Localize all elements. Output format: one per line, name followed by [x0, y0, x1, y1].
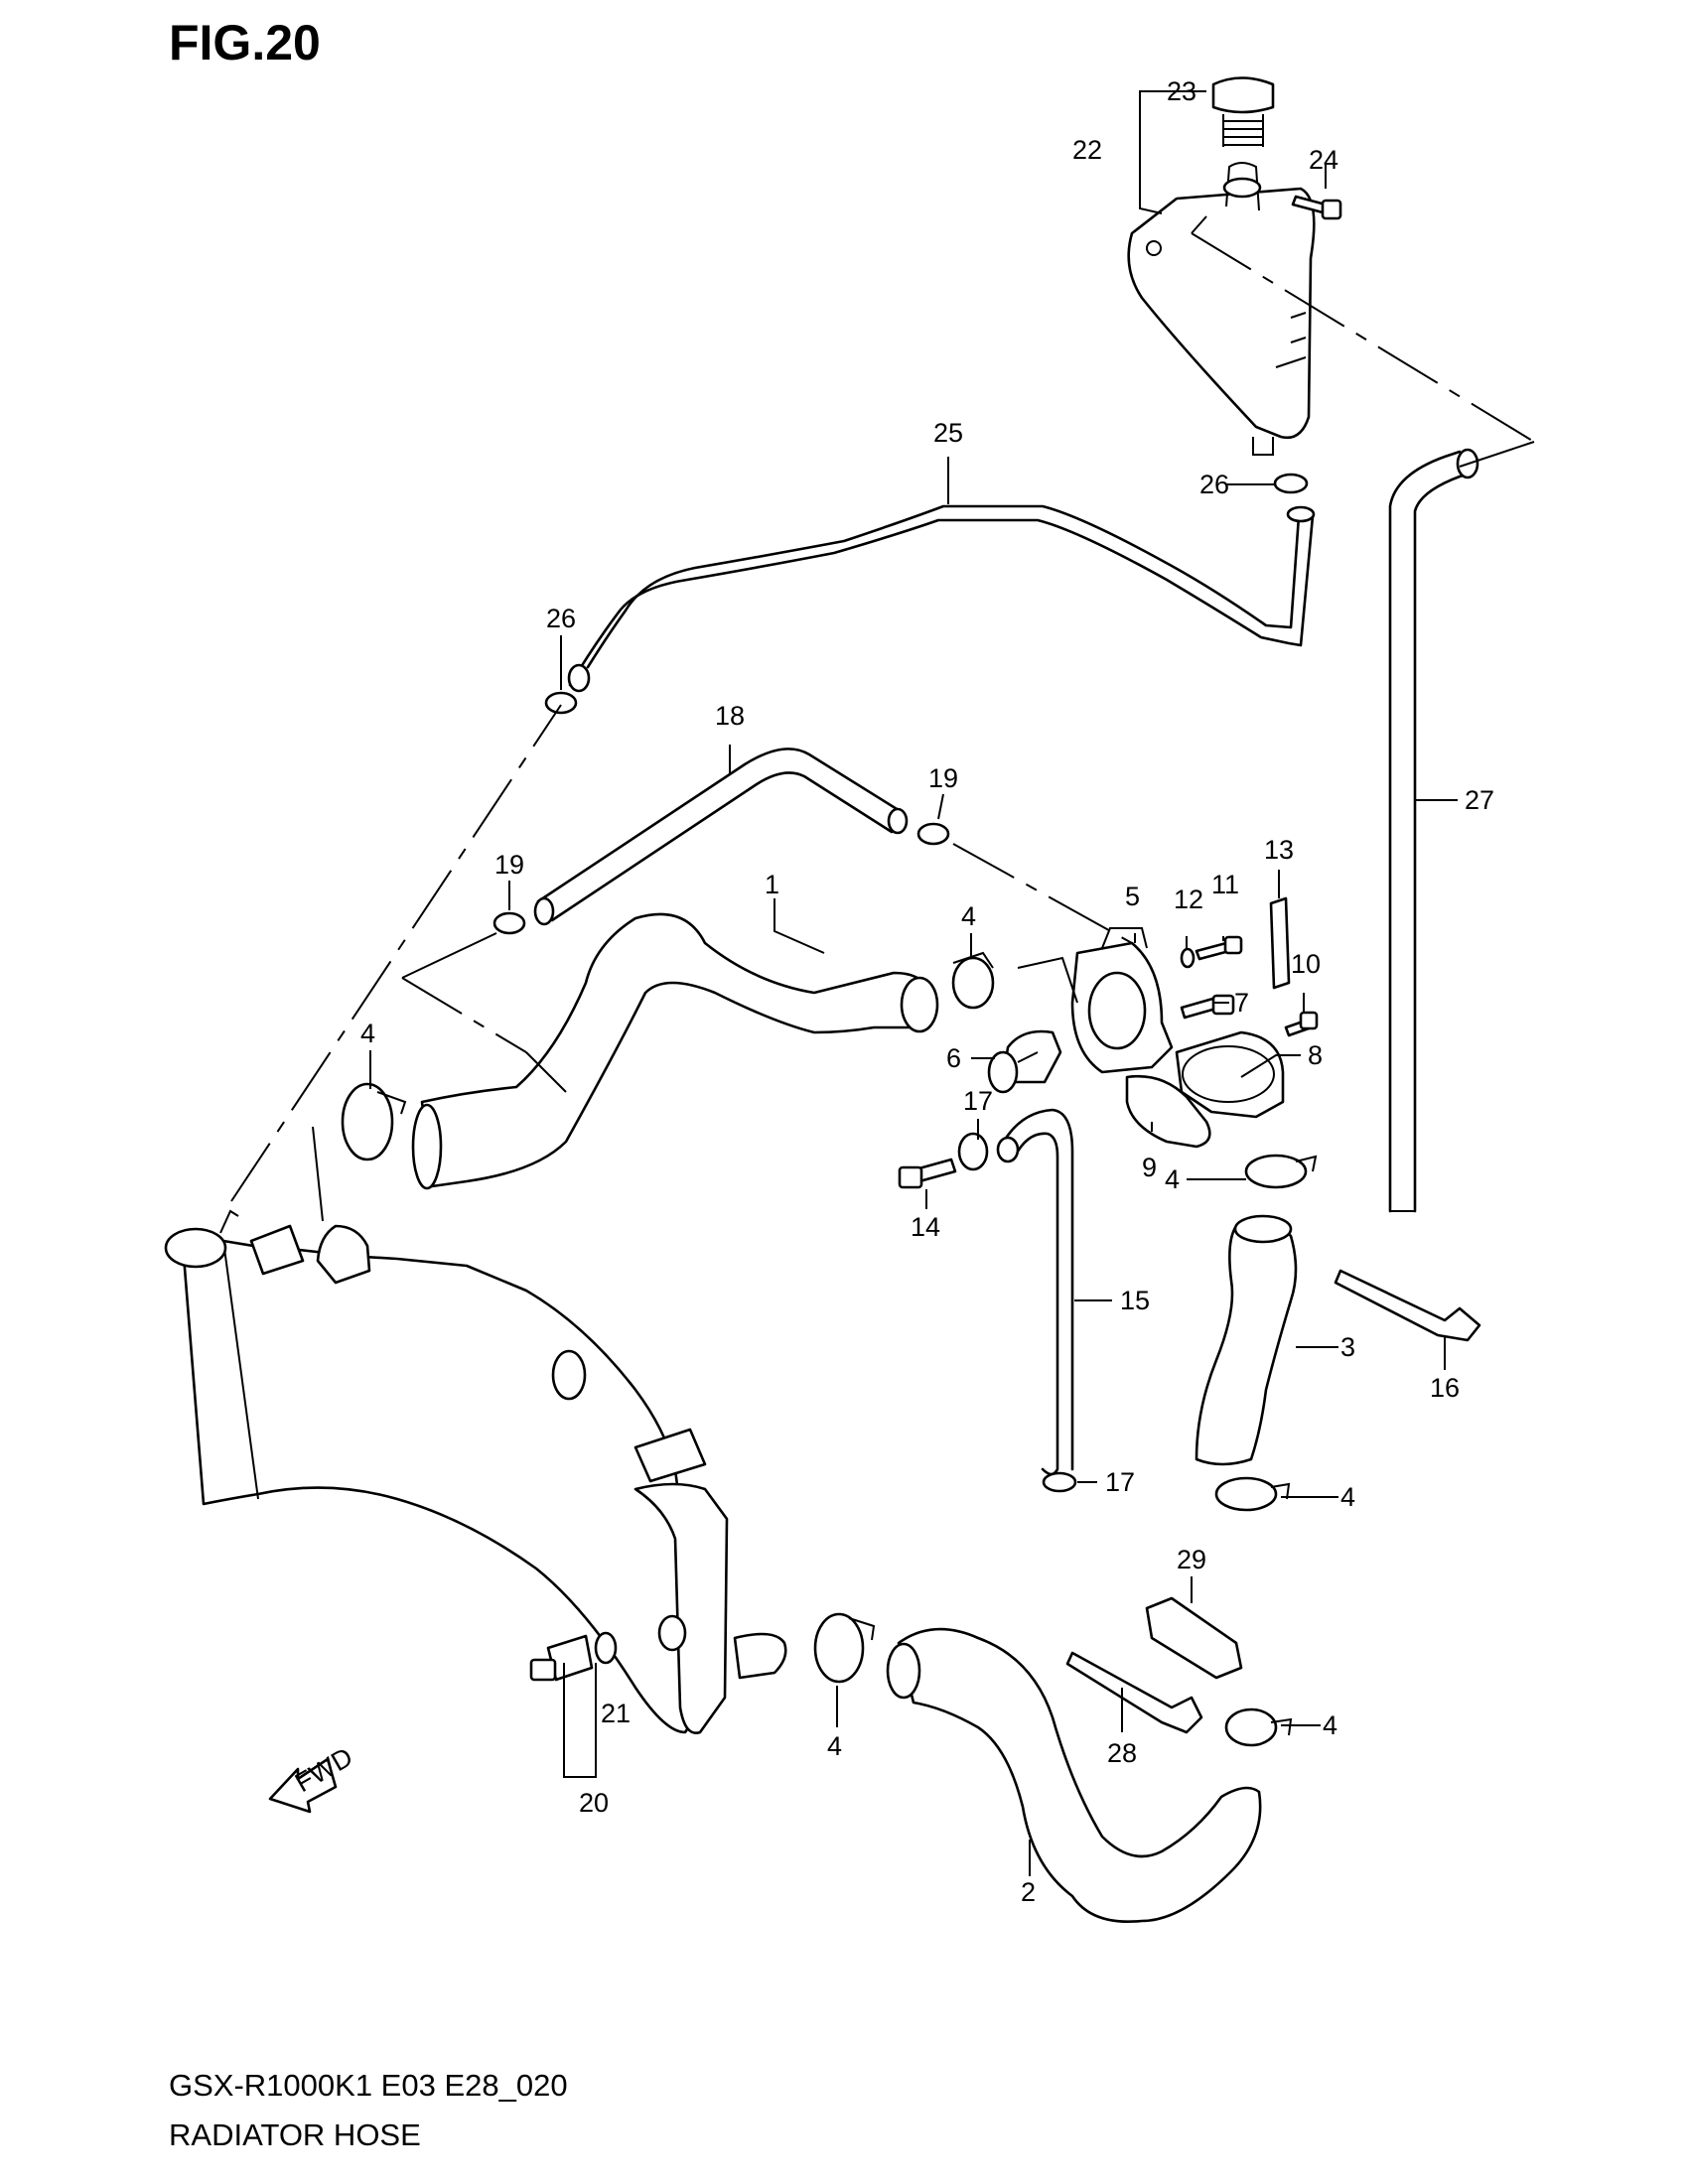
callout-2: 2 [1021, 1877, 1036, 1907]
thermostat [987, 1029, 1062, 1094]
bolt-11 [1195, 935, 1243, 961]
bolt-10 [1284, 1011, 1319, 1037]
callout-4-c: 4 [1165, 1164, 1180, 1194]
clip-13 [1269, 896, 1291, 990]
callout-22: 22 [1072, 135, 1102, 165]
callout-8: 8 [1308, 1040, 1323, 1070]
thermostat-housing-cover [1070, 927, 1174, 1074]
bleed-bolt-14 [898, 1158, 957, 1189]
cable-tie-28 [1065, 1651, 1203, 1734]
callout-26-upper: 26 [1199, 470, 1229, 499]
drain-plug-20 [529, 1634, 594, 1682]
clamp-17-lower [1042, 1471, 1077, 1493]
callout-9: 9 [1142, 1153, 1157, 1182]
diagram-caption: RADIATOR HOSE [169, 2117, 421, 2152]
callout-4-d: 4 [1340, 1482, 1355, 1512]
figure-title: FIG.20 [169, 15, 321, 70]
clamp-4-f [1224, 1707, 1293, 1747]
callout-20: 20 [579, 1788, 609, 1818]
reservoir-hose [567, 504, 1316, 693]
callout-15: 15 [1120, 1286, 1150, 1315]
callout-18: 18 [715, 701, 745, 731]
callout-28: 28 [1107, 1738, 1137, 1768]
cable-tie-16 [1334, 1269, 1481, 1342]
bracket-29 [1145, 1596, 1243, 1680]
model-code: GSX-R1000K1 E03 E28_020 [169, 2068, 568, 2103]
clamp-26-lower [544, 691, 578, 715]
clamp-4-a [341, 1082, 407, 1161]
assembly-lines [312, 441, 1535, 1222]
callout-10: 10 [1291, 949, 1321, 979]
clamp-17-upper [957, 1132, 989, 1171]
callout-26-lower: 26 [546, 604, 576, 633]
radiator-hose-3 [1195, 1214, 1298, 1466]
callout-17-lower: 17 [1105, 1467, 1135, 1497]
callout-24: 24 [1309, 145, 1338, 175]
clamp-4-e [813, 1612, 876, 1684]
callout-12: 12 [1174, 885, 1203, 914]
gasket-21 [594, 1631, 618, 1665]
callout-5: 5 [1125, 882, 1140, 911]
washer-12 [1180, 947, 1196, 969]
callout-1: 1 [765, 870, 779, 899]
oring-9 [1125, 1074, 1211, 1149]
clamp-19-right [916, 822, 950, 846]
callout-6: 6 [946, 1043, 961, 1073]
callout-13: 13 [1264, 835, 1294, 865]
callout-3: 3 [1340, 1332, 1355, 1362]
callout-19-left: 19 [494, 850, 524, 880]
callout-25: 25 [933, 418, 963, 448]
reservoir-tank [1127, 162, 1316, 456]
clamp-4-d [1214, 1476, 1291, 1512]
callout-29: 29 [1177, 1545, 1206, 1574]
callout-11: 11 [1211, 870, 1239, 899]
callout-7: 7 [1234, 988, 1249, 1018]
clamp-4-b [951, 951, 995, 1010]
callout-4-b: 4 [961, 901, 976, 931]
callout-14: 14 [911, 1212, 940, 1242]
callout-21: 21 [601, 1699, 631, 1728]
clamp-19-left [492, 911, 526, 935]
callout-27: 27 [1465, 785, 1494, 815]
callout-19-right: 19 [928, 763, 958, 793]
callout-16: 16 [1430, 1373, 1460, 1403]
radiator-hose-2 [886, 1627, 1262, 1923]
callout-numbers: 1 2 3 4 4 4 4 4 4 5 6 7 8 9 10 11 12 13 … [360, 76, 1494, 1907]
reservoir-cap [1211, 76, 1275, 147]
tank-bolt [1291, 195, 1342, 220]
callout-leaders [369, 90, 1458, 1876]
forward-direction-arrow: FWD [268, 1741, 357, 1814]
overflow-hose [1388, 448, 1479, 1213]
hose-15 [996, 1108, 1074, 1476]
dashed-reference-lines [230, 232, 1535, 1202]
bypass-hose-18 [533, 748, 909, 926]
housing-bolt-7 [1180, 994, 1235, 1020]
callout-4-e: 4 [827, 1731, 842, 1761]
callout-4-a: 4 [360, 1019, 375, 1048]
callout-23: 23 [1167, 76, 1196, 106]
clamp-4-c [1244, 1154, 1318, 1189]
clamp-26-upper [1273, 473, 1309, 494]
callout-4-f: 4 [1323, 1710, 1337, 1740]
radiator-hose-1 [411, 912, 939, 1190]
radiator [164, 1209, 787, 1734]
callout-17-upper: 17 [963, 1086, 993, 1116]
